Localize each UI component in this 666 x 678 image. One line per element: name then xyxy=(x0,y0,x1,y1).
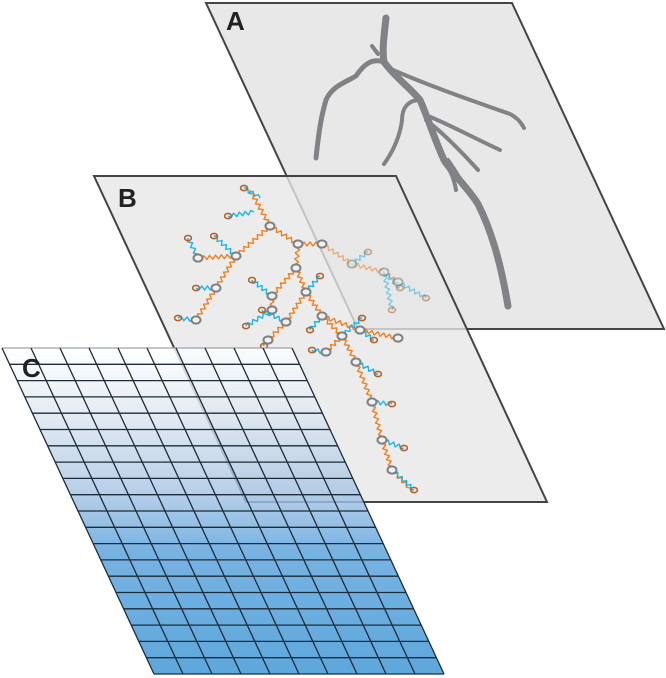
orange-spring xyxy=(235,225,271,257)
orange-spring xyxy=(271,267,297,297)
network-tip xyxy=(239,184,249,192)
network-node xyxy=(190,315,202,325)
network-node xyxy=(392,277,404,287)
network-node xyxy=(262,335,274,345)
network-tip xyxy=(209,232,219,240)
cyan-spring xyxy=(397,281,427,299)
panel-c: C xyxy=(1,347,445,675)
grid-col-line xyxy=(59,347,213,675)
panel-a-label: A xyxy=(226,6,245,36)
orange-spring xyxy=(351,262,385,274)
network-node xyxy=(280,317,292,327)
grid-col-line xyxy=(117,347,271,675)
network-tip xyxy=(247,276,257,284)
network-tip xyxy=(387,306,397,314)
orange-spring xyxy=(285,291,307,322)
network-node xyxy=(350,357,362,367)
grid-col-line xyxy=(291,347,445,675)
orange-spring xyxy=(340,335,357,363)
network-node xyxy=(192,253,204,263)
grid-col-line xyxy=(175,347,329,675)
network-tip xyxy=(369,336,379,344)
network-tip xyxy=(387,400,397,408)
network-tip xyxy=(421,294,431,302)
network-node xyxy=(392,333,404,343)
network-tip xyxy=(223,212,233,220)
grid-col-line xyxy=(262,347,416,675)
grid-lines xyxy=(1,347,445,675)
orange-spring xyxy=(321,243,352,265)
grid-col-line xyxy=(204,347,358,675)
network-node xyxy=(346,259,358,269)
vessel-tree-illustration xyxy=(313,14,526,310)
network-node xyxy=(290,263,302,273)
grid-col-line xyxy=(30,347,184,675)
network-tip xyxy=(315,272,325,280)
network-node xyxy=(354,325,366,335)
orange-spring xyxy=(380,439,394,471)
orange-spring xyxy=(370,401,384,441)
orange-spring xyxy=(354,361,373,403)
network-node xyxy=(366,397,378,407)
network-node xyxy=(386,465,398,475)
network-tip xyxy=(357,314,367,322)
branching-network-illustration xyxy=(173,184,431,494)
grid-col-line xyxy=(1,347,155,675)
grid-col-line xyxy=(233,347,387,675)
cyan-spring xyxy=(382,271,394,311)
network-tip xyxy=(173,314,183,322)
network-node xyxy=(378,267,390,277)
panel-c-label: C xyxy=(22,353,41,383)
network-node xyxy=(316,239,328,249)
panel-b-label: B xyxy=(118,183,137,213)
orange-spring xyxy=(215,255,237,289)
network-node xyxy=(300,287,312,297)
network-tip xyxy=(241,322,251,330)
cyan-spring xyxy=(227,209,255,219)
network-tip xyxy=(191,284,201,292)
network-tip xyxy=(363,248,373,256)
network-node xyxy=(210,283,222,293)
network-node xyxy=(266,305,278,315)
network-tip xyxy=(373,370,383,378)
network-node xyxy=(336,331,348,341)
network-tip xyxy=(305,326,315,334)
network-node xyxy=(264,221,276,231)
network-node xyxy=(266,291,278,301)
network-tip xyxy=(257,306,267,314)
network-tip xyxy=(307,346,317,354)
orange-spring xyxy=(359,328,399,340)
orange-spring xyxy=(197,253,237,261)
orange-spring xyxy=(321,315,361,331)
network-node xyxy=(316,311,328,321)
grid-col-line xyxy=(146,347,300,675)
panel-b: B xyxy=(92,175,549,503)
network-tip xyxy=(399,444,409,452)
grid-col-line xyxy=(88,347,242,675)
network-node xyxy=(320,347,332,357)
orange-spring xyxy=(269,225,299,245)
network-tip xyxy=(409,486,419,494)
orange-spring xyxy=(195,287,217,321)
network-node xyxy=(230,251,242,261)
network-node xyxy=(376,435,388,445)
network-tip xyxy=(183,234,193,242)
network-node xyxy=(292,239,304,249)
